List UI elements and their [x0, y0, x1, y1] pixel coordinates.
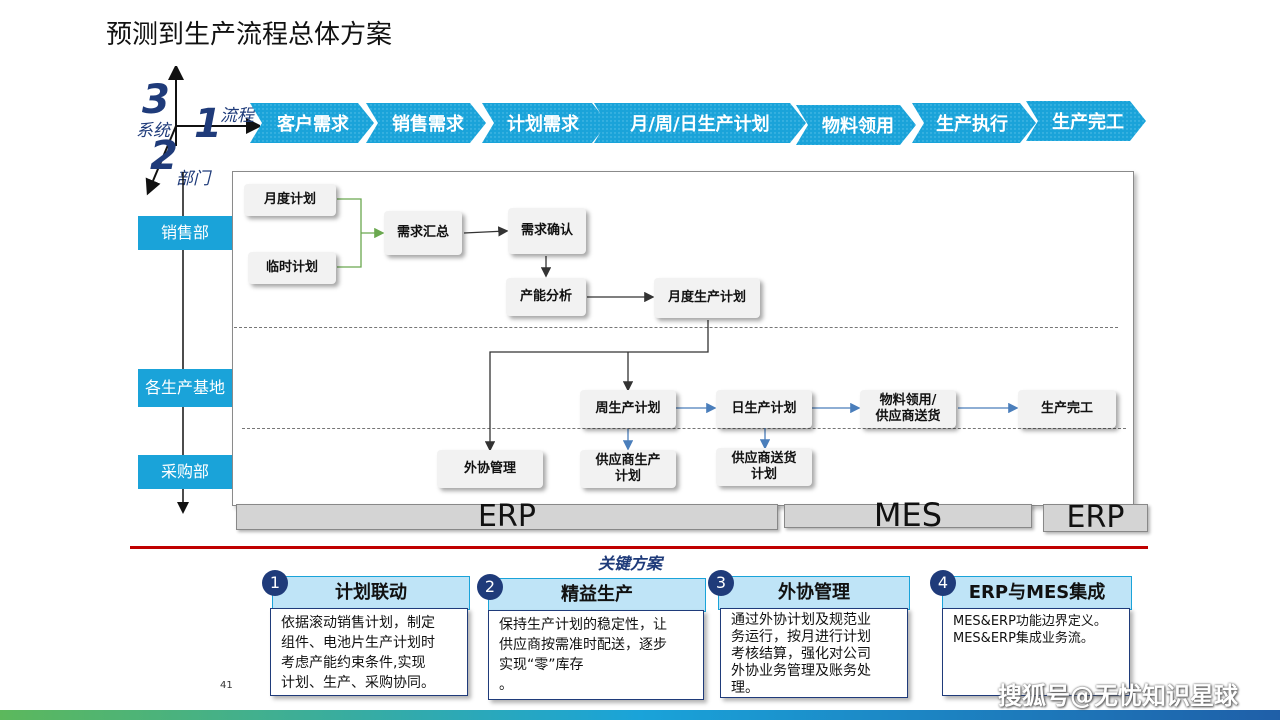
node-weekly-plan: 周生产计划 — [580, 390, 676, 428]
node-daily-plan: 日生产计划 — [716, 390, 812, 428]
solution-line: 考虑产能约束条件,实现 — [281, 655, 426, 671]
solution-line: 理。 — [731, 680, 759, 696]
node-line: 供应商生产 — [595, 453, 661, 468]
solution-line: 供应商按需准时配送，逐步 — [499, 637, 667, 653]
solution-line: MES&ERP功能边界定义。 — [953, 614, 1107, 629]
chevron-label: 生产执行 — [936, 113, 1008, 135]
node-line: 物料领用/ — [879, 393, 937, 408]
chevron-customer-demand[interactable]: 客户需求 — [250, 103, 374, 143]
node-material-supply: 物料领用/ 供应商送货 — [860, 390, 956, 428]
footer-bar — [0, 710, 1280, 720]
solution-line: 务运行，按月进行计划 — [731, 629, 871, 645]
node-demand-summary: 需求汇总 — [384, 211, 462, 255]
solution-2-number: 2 — [477, 574, 503, 600]
solution-2-title: 精益生产 — [488, 578, 706, 612]
process-chevron-bar: 客户需求 销售需求 计划需求 月/周/日生产计划 物料领用 生产执行 生产完工 — [250, 101, 1146, 145]
node-line: 计划 — [750, 467, 777, 482]
axis-num-1: 1 — [194, 101, 222, 147]
node-demand-confirm: 需求确认 — [508, 208, 586, 254]
key-solutions-title: 关键方案 — [598, 554, 663, 573]
chevron-label: 物料领用 — [822, 115, 894, 137]
solution-4-title: ERP与MES集成 — [942, 576, 1132, 610]
node-line: 供应商送货 — [875, 409, 941, 424]
chevron-label: 计划需求 — [507, 113, 580, 135]
node-monthly-production-plan: 月度生产计划 — [654, 278, 760, 318]
node-supplier-production-plan: 供应商生产 计划 — [580, 450, 676, 488]
chevron-production-execution[interactable]: 生产执行 — [912, 103, 1036, 143]
axis-label-process: 流程 — [220, 106, 254, 126]
solution-4-body: MES&ERP功能边界定义。 MES&ERP集成业务流。 — [942, 608, 1130, 696]
solution-line: 外协业务管理及账务处 — [731, 663, 871, 679]
solution-3-title: 外协管理 — [718, 576, 910, 610]
section-divider — [130, 546, 1148, 549]
chevron-material-requisition[interactable]: 物料领用 — [796, 105, 916, 145]
solution-3-body: 通过外协计划及规范业 务运行，按月进行计划 考核结算，强化对公司 外协业务管理及… — [720, 608, 908, 698]
solution-1-number: 1 — [262, 570, 288, 596]
axes-graphic — [145, 66, 260, 196]
flow-frame — [232, 171, 1134, 506]
solution-1-body: 依据滚动销售计划，制定 组件、电池片生产计划时 考虑产能约束条件,实现 计划、生… — [270, 608, 468, 696]
node-outsourcing: 外协管理 — [437, 450, 543, 488]
page-title: 预测到生产流程总体方案 — [106, 20, 393, 50]
lane-divider-1 — [234, 327, 1118, 328]
node-production-complete: 生产完工 — [1018, 390, 1116, 428]
node-monthly-plan: 月度计划 — [244, 184, 336, 216]
chevron-plan-demand[interactable]: 计划需求 — [482, 103, 608, 143]
axis-label-department: 部门 — [176, 169, 210, 189]
node-capacity-analysis: 产能分析 — [506, 278, 586, 316]
chevron-sales-demand[interactable]: 销售需求 — [366, 103, 486, 143]
solution-1-title: 计划联动 — [272, 576, 470, 610]
axis-label-system: 系统 — [136, 121, 170, 141]
solution-line: 计划、生产、采购协同。 — [281, 675, 435, 691]
solution-line: 。 — [499, 677, 513, 693]
department-axis — [145, 125, 177, 196]
dept-sales: 销售部 — [138, 216, 232, 250]
solution-line: MES&ERP集成业务流。 — [953, 631, 1094, 646]
node-line: 供应商送货 — [731, 451, 797, 466]
solution-line: 实现“零”库存 — [499, 657, 584, 673]
system-bar-erp-1: ERP — [236, 502, 778, 532]
solution-line: 依据滚动销售计划，制定 — [281, 615, 435, 631]
watermark: 搜狐号@无忧知识星球 — [998, 682, 1238, 710]
chevron-label: 生产完工 — [1052, 111, 1124, 133]
chevron-production-complete[interactable]: 生产完工 — [1026, 101, 1146, 141]
node-adhoc-plan: 临时计划 — [248, 252, 336, 284]
solution-line: 组件、电池片生产计划时 — [281, 635, 435, 651]
page-number: 41 — [220, 680, 233, 691]
solution-line: 考核结算，强化对公司 — [731, 646, 871, 662]
solution-line: 保持生产计划的稳定性，让 — [499, 617, 667, 633]
chevron-label: 月/周/日生产计划 — [629, 113, 769, 135]
chevron-production-plan[interactable]: 月/周/日生产计划 — [594, 103, 806, 143]
solution-3-number: 3 — [708, 570, 734, 596]
chevron-label: 销售需求 — [392, 113, 465, 135]
solution-4-number: 4 — [930, 570, 956, 596]
node-line: 计划 — [614, 469, 641, 484]
lane-divider-2 — [242, 428, 1126, 429]
dept-production-bases: 各生产基地 — [138, 369, 232, 407]
node-supplier-delivery-plan: 供应商送货 计划 — [716, 448, 812, 486]
solution-line: 通过外协计划及规范业 — [731, 612, 871, 628]
chevron-label: 客户需求 — [277, 113, 350, 135]
system-bar-erp-2: ERP — [1043, 503, 1148, 533]
axis-num-3: 3 — [142, 77, 170, 123]
system-bar-mes: MES — [784, 499, 1032, 531]
axis-num-2: 2 — [150, 133, 178, 179]
dept-purchasing: 采购部 — [138, 455, 232, 489]
solution-2-body: 保持生产计划的稳定性，让 供应商按需准时配送，逐步 实现“零”库存 。 — [488, 610, 704, 700]
